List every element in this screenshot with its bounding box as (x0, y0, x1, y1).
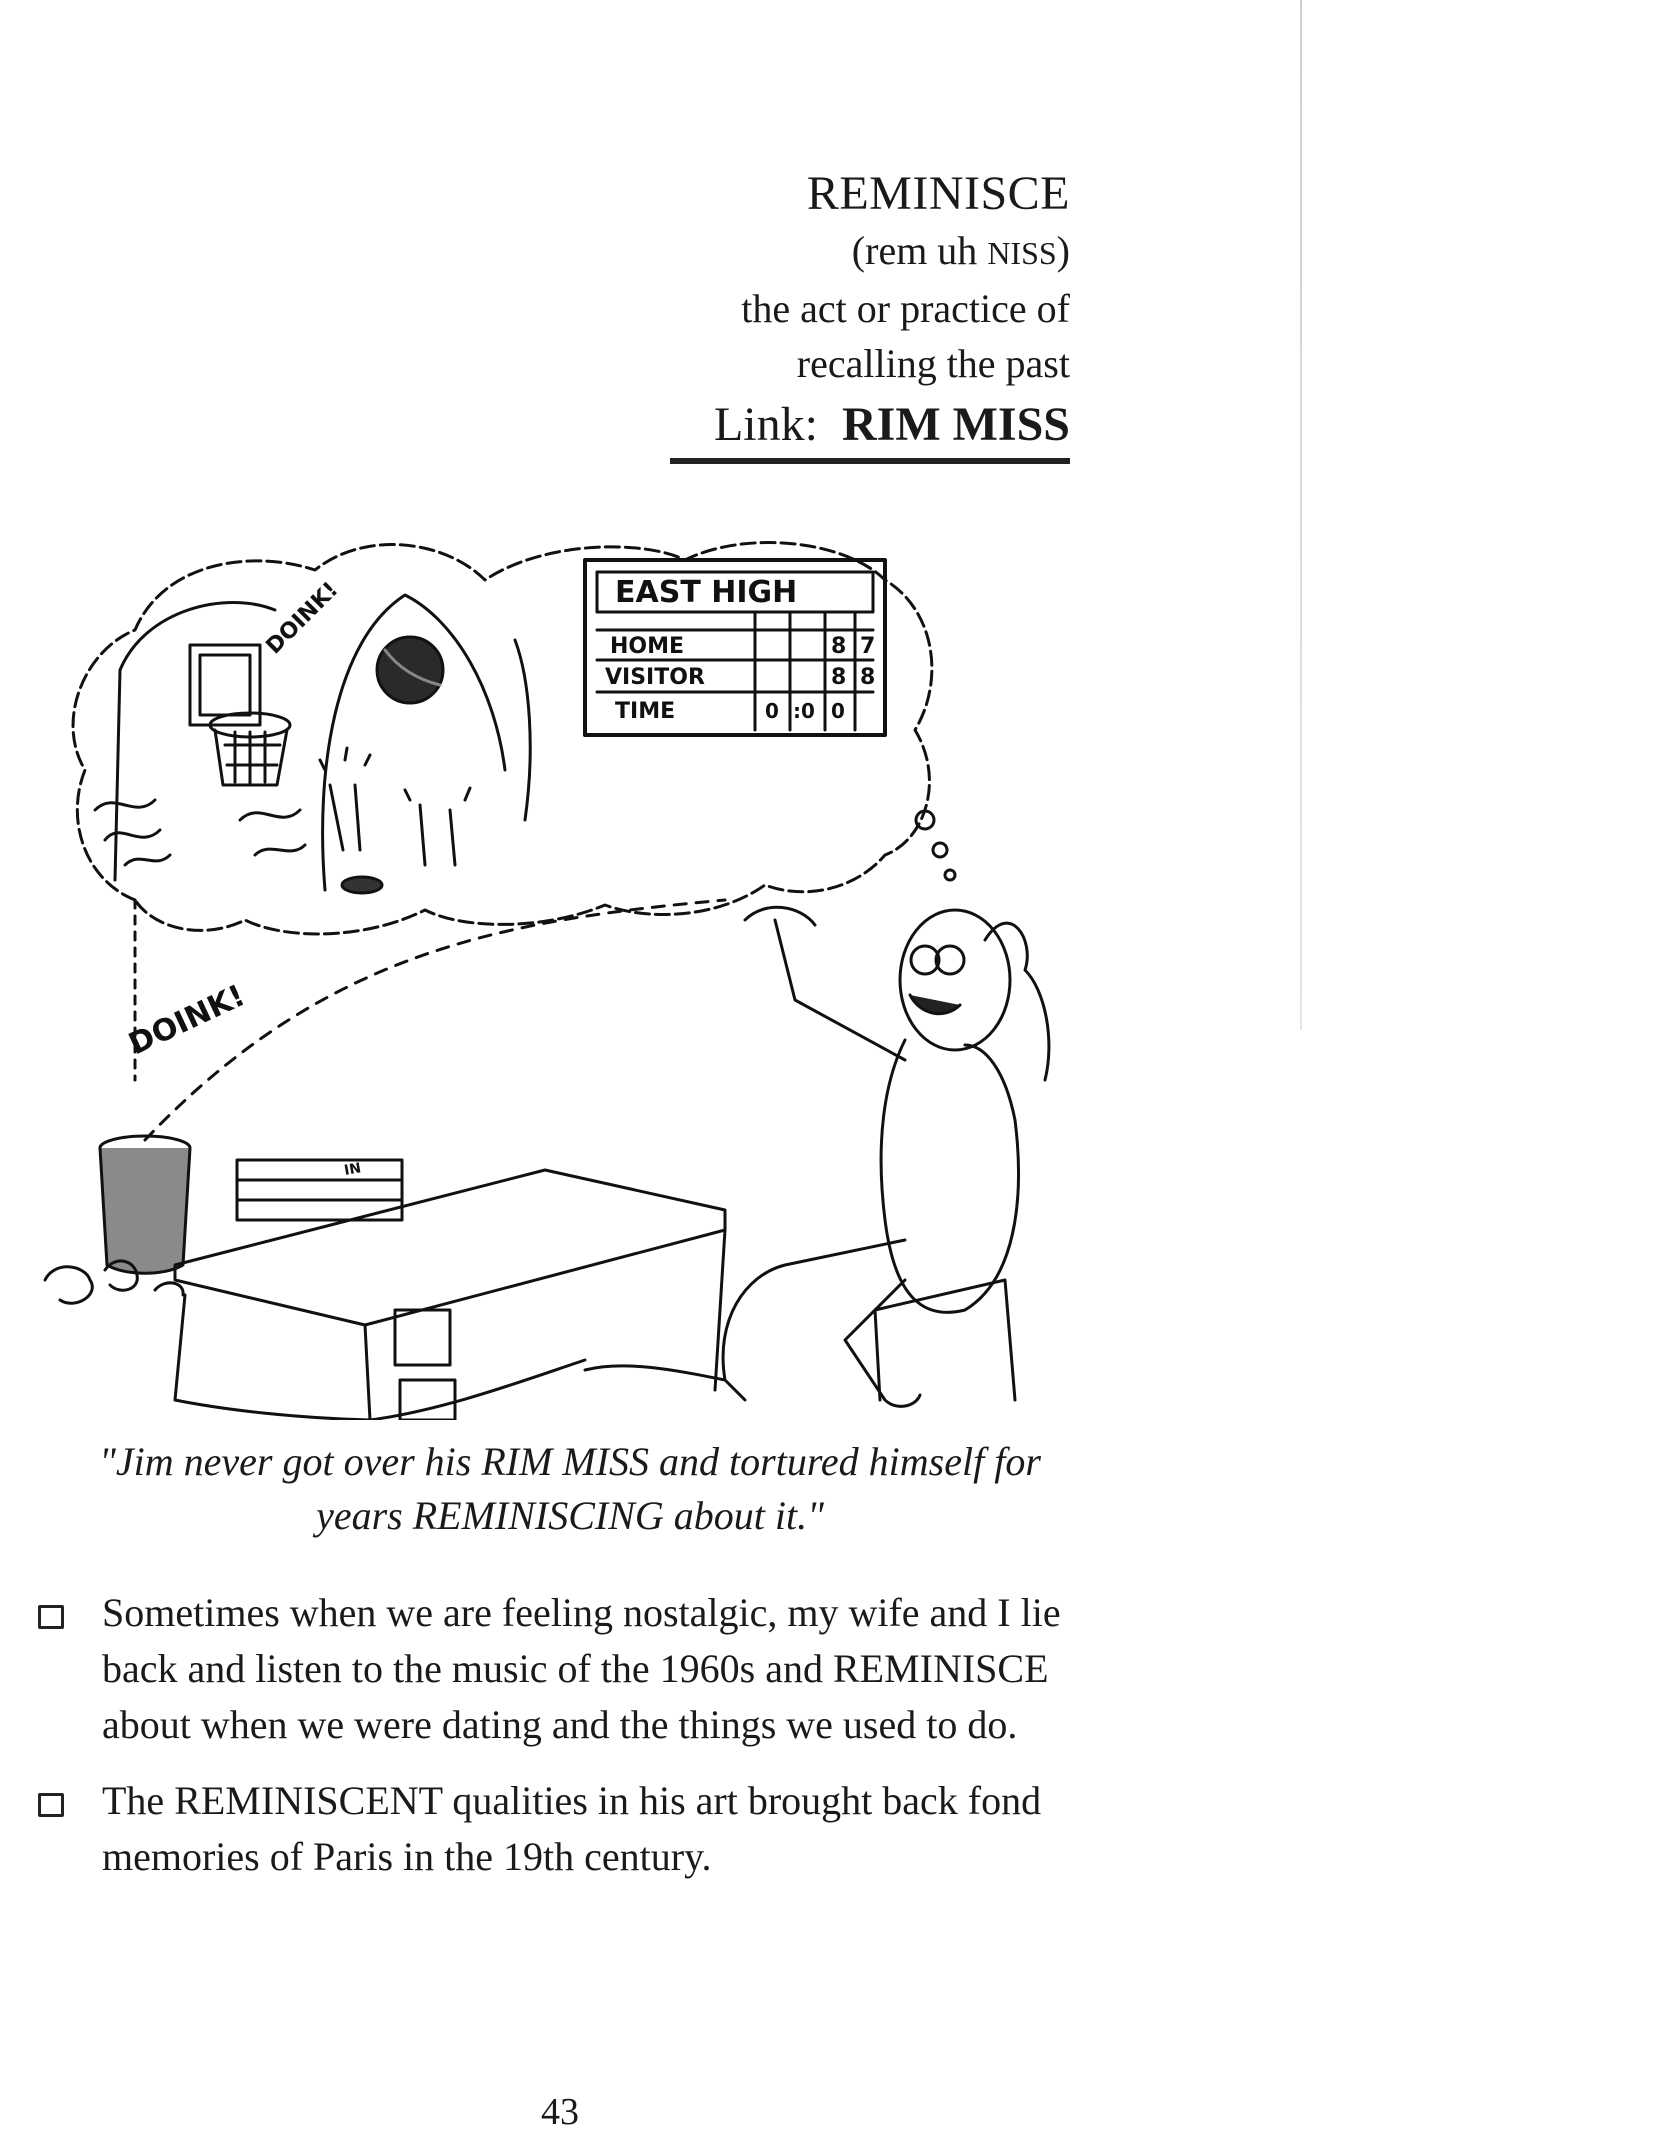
in-tray-label: IN (343, 1160, 362, 1179)
entry-header: REMINISCE (rem uh NISS) the act or pract… (560, 165, 1070, 457)
example-item: Sometimes when we are feeling nostalgic,… (30, 1585, 1090, 1753)
pronunciation-close: ) (1056, 228, 1070, 273)
sound-effect-bottom: DOINK! (124, 978, 251, 1062)
visitor-score-digit-1: 8 (831, 665, 846, 690)
time-digit-2: :0 (793, 699, 815, 723)
link-label: Link: (713, 398, 818, 451)
link-line: Link: RIM MISS (560, 393, 1070, 457)
visitor-score-digit-2: 8 (860, 665, 875, 690)
pronunciation-stress: NISS (987, 235, 1057, 271)
link-underline (670, 458, 1070, 464)
example-list: Sometimes when we are feeling nostalgic,… (30, 1585, 1090, 1905)
time-digit-1: 0 (765, 699, 779, 723)
sound-effect-top: DOINK! (262, 577, 344, 659)
pronunciation: (rem uh NISS) (560, 223, 1070, 281)
scoreboard-title: EAST HIGH (615, 575, 797, 610)
example-text: The REMINISCENT qualities in his art bro… (102, 1778, 1042, 1879)
pronunciation-open: (rem uh (851, 228, 988, 273)
checkbox-icon (38, 1793, 64, 1817)
scoreboard-visitor-label: VISITOR (605, 665, 705, 690)
entry-word: REMINISCE (806, 167, 1070, 220)
definition-line-1: the act or practice of (741, 286, 1070, 331)
example-text: Sometimes when we are feeling nostalgic,… (102, 1590, 1061, 1747)
time-digit-3: 0 (831, 699, 845, 723)
home-score-digit-2: 7 (860, 634, 875, 659)
cartoon-caption: "Jim never got over his RIM MISS and tor… (99, 1439, 1041, 1538)
scoreboard-home-label: HOME (610, 634, 684, 659)
page-number: 43 (541, 2091, 579, 2133)
definition-line-2: recalling the past (796, 341, 1070, 386)
checkbox-icon (38, 1605, 64, 1629)
link-word: RIM MISS (841, 398, 1070, 451)
scoreboard-time-label: TIME (615, 699, 675, 724)
example-item: The REMINISCENT qualities in his art bro… (30, 1773, 1090, 1885)
cartoon-illustration: EAST HIGH HOME VISITOR TIME 8 7 8 8 0 :0… (43, 541, 1051, 1420)
page-edge-rule (1300, 0, 1302, 1030)
home-score-digit-1: 8 (831, 634, 846, 659)
